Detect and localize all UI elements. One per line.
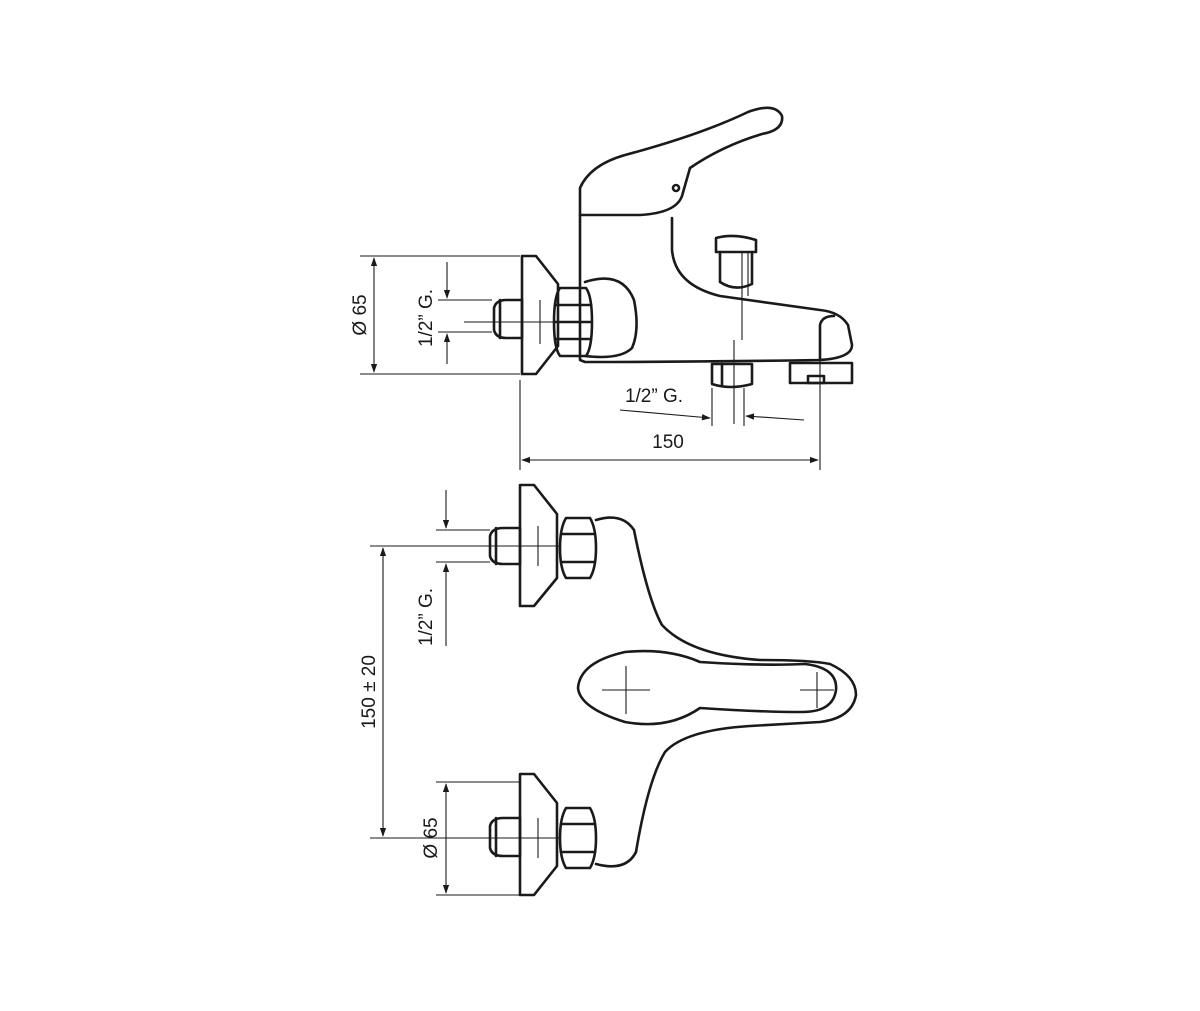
- mixer-body: [578, 213, 854, 364]
- lower-inlet-connector: [488, 816, 522, 858]
- side-view: Ø 65 1/2” G. 1/2” G. 150: [350, 106, 854, 470]
- top-lever-handle: [576, 649, 838, 726]
- lever-screw: [671, 183, 681, 193]
- side-flange-diameter-label: Ø 65: [350, 294, 371, 335]
- hose-outlet: [710, 362, 754, 389]
- lever-handle: [578, 106, 784, 217]
- top-view: 1/2” G. 150 ± 20 Ø 65: [359, 483, 858, 897]
- top-inlet-thread-label: 1/2” G.: [416, 588, 437, 646]
- cartridge-cap: [583, 277, 638, 359]
- wall-flange: [520, 254, 560, 376]
- top-flange-diameter-label: Ø 65: [421, 817, 442, 858]
- side-inlet-thread-label: 1/2” G.: [416, 289, 437, 347]
- spout-aerator: [788, 361, 854, 385]
- upper-wall-flange: [518, 483, 559, 608]
- top-mixer-body: [594, 516, 858, 868]
- diverter-knob: [714, 234, 758, 254]
- side-outlet-thread-label: 1/2” G.: [625, 386, 683, 407]
- lower-hex-nut: [558, 806, 598, 870]
- upper-hex-nut: [558, 516, 598, 580]
- side-length-label: 150: [652, 432, 684, 453]
- top-center-distance-label: 150 ± 20: [359, 655, 380, 729]
- inlet-connector: [492, 298, 524, 340]
